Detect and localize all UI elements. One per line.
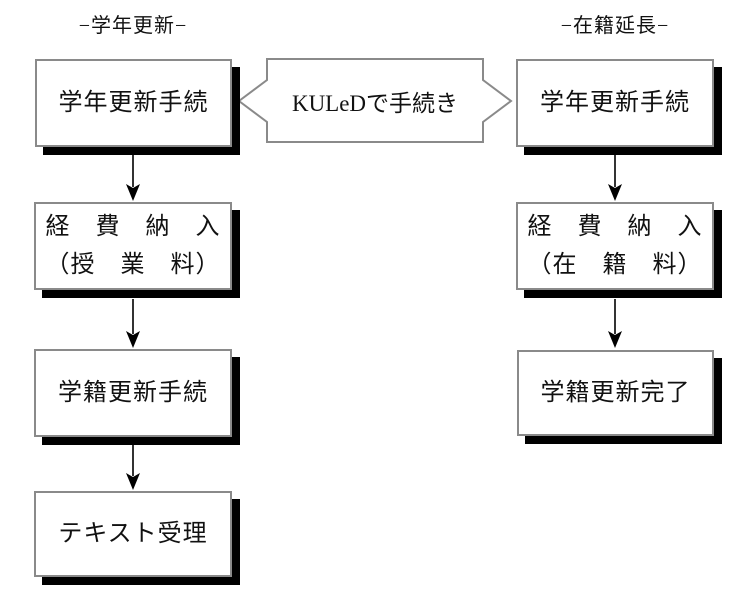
kuled-banner-label: KULeDで手続き bbox=[291, 91, 459, 116]
flow-box-left-grade-renewal-procedure: 学年更新手続 bbox=[35, 59, 232, 147]
column-header-grade-renewal: −学年更新− bbox=[78, 15, 188, 37]
flow-box-label: テキスト受理 bbox=[58, 521, 208, 547]
flow-box-right-grade-renewal-procedure: 学年更新手続 bbox=[516, 59, 714, 147]
flow-box-label-line1: 経 費 納 入 bbox=[527, 214, 703, 240]
flow-box-label-line2: （在 籍 料） bbox=[527, 252, 703, 278]
flow-box-label: 学籍更新手続 bbox=[58, 380, 208, 406]
flow-box-label: 学年更新手続 bbox=[540, 90, 690, 116]
arrow-right-1 bbox=[608, 155, 622, 201]
column-header-enrollment-extension: −在籍延長− bbox=[560, 15, 670, 37]
flow-box-left-registration-update: 学籍更新手続 bbox=[34, 349, 232, 437]
arrow-right-2 bbox=[608, 299, 622, 348]
flow-box-left-textbook-receipt: テキスト受理 bbox=[34, 491, 232, 577]
flow-box-left-fee-payment: 経 費 納 入 （授 業 料） bbox=[34, 202, 232, 290]
flow-box-right-registration-complete: 学籍更新完了 bbox=[517, 350, 714, 436]
flow-box-label-line2: （授 業 料） bbox=[45, 252, 221, 278]
arrow-left-3 bbox=[126, 445, 140, 490]
arrow-left-1 bbox=[126, 155, 140, 201]
flow-box-label-line1: 経 費 納 入 bbox=[45, 214, 221, 240]
flow-box-right-fee-payment: 経 費 納 入 （在 籍 料） bbox=[516, 202, 714, 290]
flow-box-label: 学年更新手続 bbox=[58, 90, 209, 116]
arrow-left-2 bbox=[126, 299, 140, 348]
flow-box-label: 学籍更新完了 bbox=[540, 380, 691, 406]
